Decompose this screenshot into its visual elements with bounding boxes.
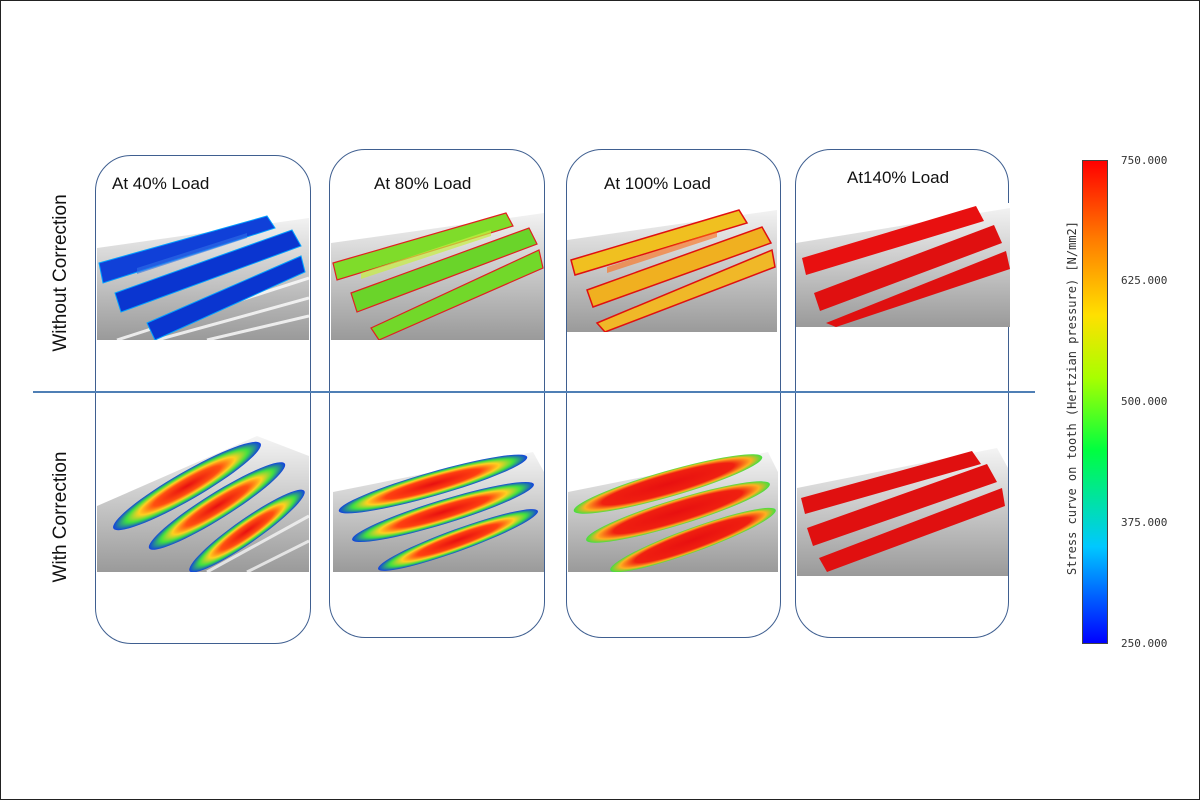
gear-render-100-without <box>567 205 777 332</box>
panel-title-80: At 80% Load <box>374 174 472 193</box>
legend-tick-375: 375.000 <box>1121 516 1168 529</box>
panel-title-40: At 40% Load <box>112 174 210 193</box>
gear-render-140-with <box>797 448 1008 576</box>
row-label-without-correction: Without Correction <box>50 194 71 352</box>
gear-render-40-with <box>97 436 309 572</box>
panel-title-140: At140% Load <box>847 168 950 187</box>
panel-80-load <box>329 149 545 638</box>
row-label-with-correction: With Correction <box>50 451 71 583</box>
gear-render-80-without <box>331 208 544 340</box>
panel-40-load <box>95 155 311 644</box>
gear-render-140-without <box>796 203 1010 327</box>
legend-tick-750: 750.000 <box>1121 154 1168 167</box>
stress-colorbar <box>1082 160 1108 644</box>
panel-100-load <box>566 149 781 638</box>
legend-tick-500: 500.000 <box>1121 395 1168 408</box>
legend-title: Stress curve on tooth (Hertzian pressure… <box>1065 221 1079 576</box>
panel-140-load <box>795 149 1009 638</box>
legend-tick-250: 250.000 <box>1121 637 1168 650</box>
row-divider <box>33 391 1035 393</box>
legend-tick-625: 625.000 <box>1121 274 1168 287</box>
gear-render-80-with <box>333 452 544 572</box>
gear-render-40-without <box>97 208 309 340</box>
gear-render-100-with <box>568 452 778 572</box>
panel-title-100: At 100% Load <box>604 174 711 193</box>
